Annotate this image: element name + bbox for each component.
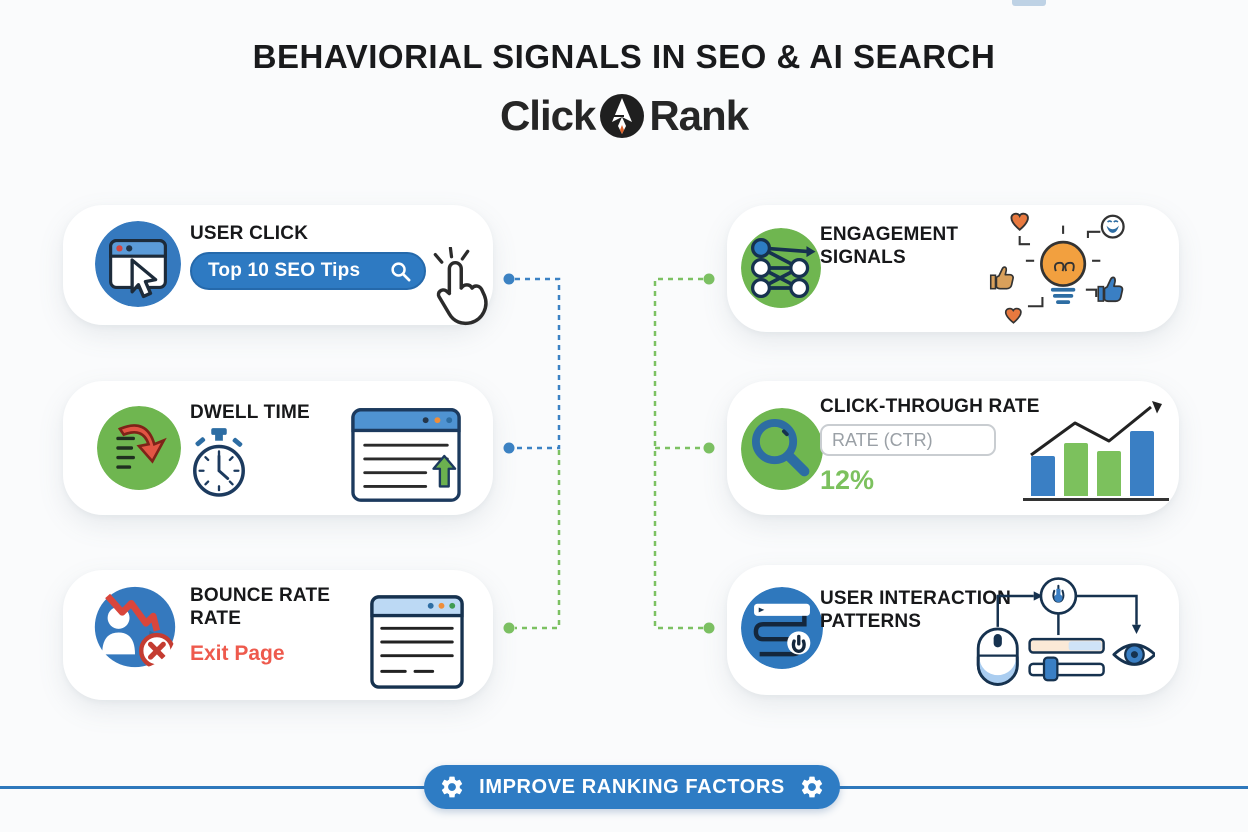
improve-ranking-label: IMPROVE RANKING FACTORS: [479, 775, 785, 798]
tap-hand-icon: [433, 247, 488, 326]
card-engagement-signals: ENGAGEMENT SIGNALS: [727, 205, 1179, 332]
gear-icon: [801, 776, 822, 798]
card-title: DWELL TIME: [190, 402, 310, 423]
gear-icon: [442, 776, 463, 798]
dwell-badge-icon: [97, 406, 181, 490]
trend-arrow-icon: [1030, 401, 1162, 457]
stopwatch-icon: [193, 428, 245, 497]
rocket-icon: [600, 94, 645, 138]
card-title: ENGAGEMENT SIGNALS: [820, 224, 959, 269]
corner-decoration: [1012, 0, 1046, 6]
card-bounce-rate: BOUNCE RATE RATE Exit Page: [63, 570, 493, 700]
bar: [1130, 431, 1154, 496]
card-title: BOUNCE RATE RATE: [190, 585, 331, 630]
bar: [1064, 443, 1088, 496]
bar: [1097, 451, 1121, 496]
card-title: USER INTERACTION PATTERNS: [820, 588, 1012, 633]
search-icon: [391, 261, 411, 281]
chart-baseline: [1023, 498, 1169, 501]
logo-text-click: Click: [499, 92, 596, 139]
network-graph-icon: [741, 228, 821, 308]
ctr-percent-value: 12%: [820, 465, 875, 495]
card-ctr: CLICK-THROUGH RATE 12%: [727, 381, 1179, 515]
card-user-click: USER CLICK Top 10 SEO Tips: [63, 205, 493, 326]
clickrank-logo: Click Rank: [0, 92, 1248, 140]
card-title: CLICK-THROUGH RATE: [820, 396, 1040, 417]
browser-cursor-icon: [95, 221, 181, 307]
card-interaction-patterns: USER INTERACTION PATTERNS: [727, 565, 1179, 695]
page-up-arrow-icon: [351, 408, 461, 502]
ctr-bar-chart: [1023, 397, 1169, 501]
card-title: USER CLICK: [190, 223, 309, 244]
logo-text-rank: Rank: [649, 92, 749, 139]
card-dwell-time: DWELL TIME: [63, 381, 493, 515]
bar: [1031, 456, 1055, 496]
exit-page-label: Exit Page: [190, 642, 285, 665]
lightbulb-likes-art: [989, 212, 1125, 324]
page-title: BEHAVIORIAL SIGNALS IN SEO & AI SEARCH: [252, 38, 996, 75]
bounce-badge-icon: [94, 586, 176, 669]
rate-ctr-input[interactable]: [820, 424, 996, 456]
ctr-magnifier-icon: [741, 408, 823, 490]
scroll-path-icon: [741, 587, 823, 669]
bar-group: [1031, 426, 1161, 496]
search-query-text: Top 10 SEO Tips: [208, 260, 361, 281]
exit-page-window-icon: [370, 595, 464, 689]
search-pill[interactable]: Top 10 SEO Tips: [190, 252, 426, 290]
improve-ranking-button[interactable]: IMPROVE RANKING FACTORS: [424, 765, 840, 809]
